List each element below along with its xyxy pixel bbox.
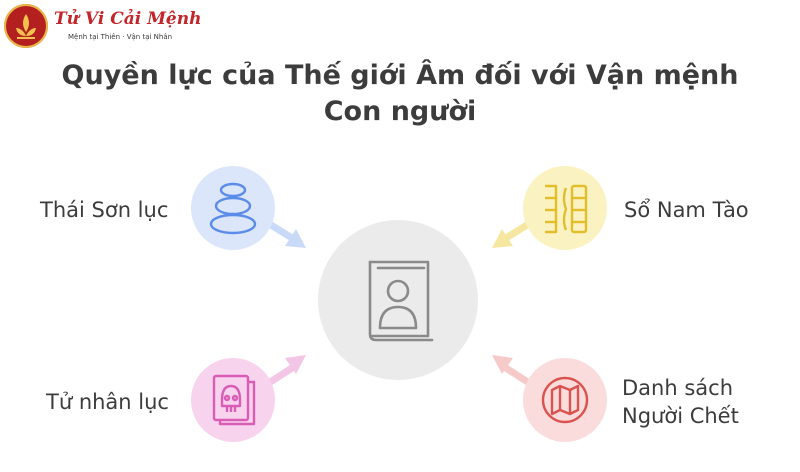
brand-tagline: Mệnh tại Thiên · Vận tại Nhân xyxy=(68,33,173,41)
lotus-emblem-icon xyxy=(4,4,48,48)
skull-document-icon xyxy=(212,374,256,426)
stacked-stones-icon xyxy=(209,182,257,235)
center-node xyxy=(318,220,478,380)
title-line-1: Quyền lực của Thế giới Âm đối với Vận mệ… xyxy=(61,60,739,91)
person-book-icon xyxy=(368,260,434,342)
title-line-2: Con người xyxy=(323,96,477,127)
label-thai-son-luc: Thái Sơn lục xyxy=(40,198,169,222)
brand-logo[interactable]: Tử Vi Cải Mệnh Mệnh tại Thiên · Vận tại … xyxy=(4,4,201,48)
label-line-2: Người Chết xyxy=(622,404,739,428)
label-tu-nhan-luc: Tử nhân lục xyxy=(46,390,169,414)
brand-name: Tử Vi Cải Mệnh xyxy=(54,9,202,29)
label-so-nam-tao: Sổ Nam Tào xyxy=(624,198,749,222)
node-so-nam-tao[interactable] xyxy=(523,166,607,250)
record-book-icon xyxy=(545,184,588,234)
node-danh-sach-nguoi-chet[interactable] xyxy=(523,358,607,442)
node-thai-son-luc[interactable] xyxy=(191,166,275,250)
label-line-1: Danh sách xyxy=(622,376,733,400)
map-icon xyxy=(541,376,589,424)
node-tu-nhan-luc[interactable] xyxy=(191,358,275,442)
page-title: Quyền lực của Thế giới Âm đối với Vận mệ… xyxy=(0,58,800,130)
label-danh-sach-nguoi-chet: Danh sách Người Chết xyxy=(622,374,739,430)
